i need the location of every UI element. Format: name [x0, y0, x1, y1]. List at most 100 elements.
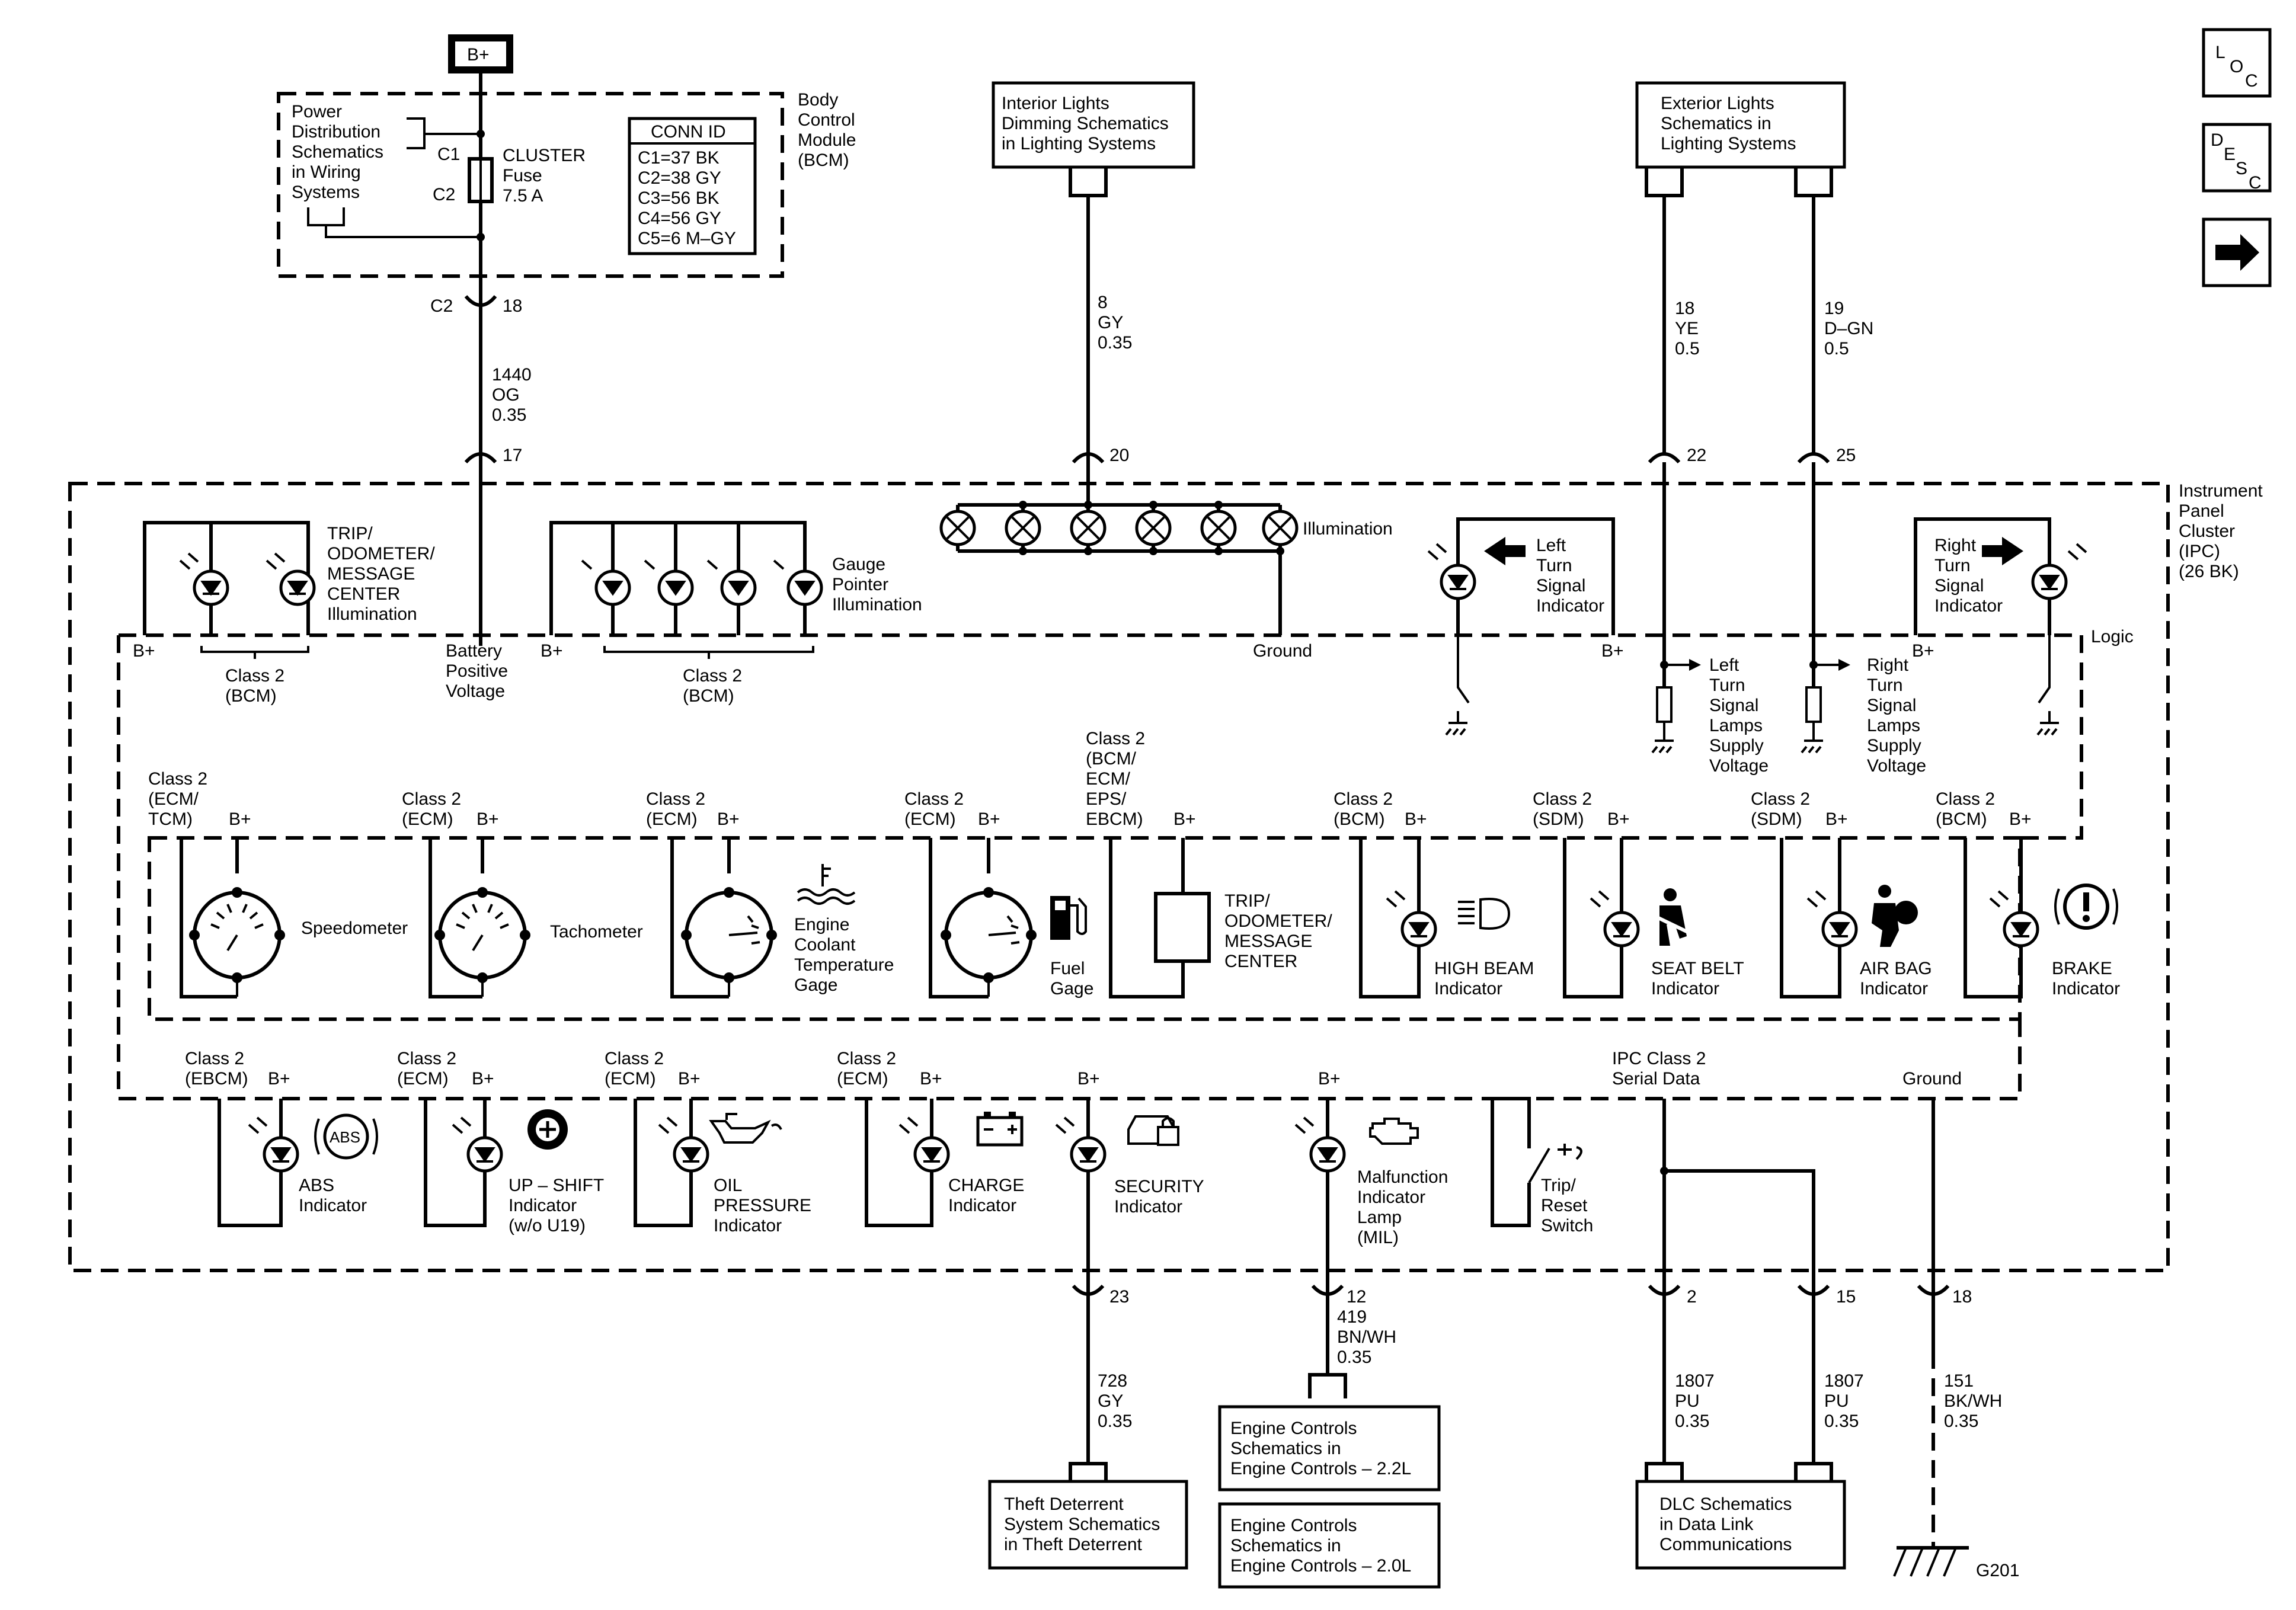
gauge-pointer-illumination-circuit [549, 521, 823, 659]
svg-text:Class 2: Class 2 [904, 789, 964, 809]
svg-text:B+: B+ [472, 1069, 494, 1089]
class2-bcm-label-1: Class 2 (BCM) [225, 666, 284, 706]
svg-text:B+: B+ [1077, 1069, 1100, 1089]
svg-text:C: C [2245, 71, 2258, 91]
svg-text:AIR BAG: AIR BAG [1860, 959, 1932, 978]
svg-text:Pointer: Pointer [832, 575, 888, 594]
gear-upshift-icon [527, 1109, 568, 1150]
svg-text:Fuel: Fuel [1050, 959, 1085, 978]
svg-text:Logic: Logic [2091, 627, 2134, 646]
right-turn-indicator [1914, 517, 2087, 736]
svg-text:C2: C2 [430, 296, 453, 316]
svg-text:Malfunction: Malfunction [1357, 1167, 1448, 1187]
ipc-label: Instrument Panel Cluster (IPC) (26 BK) [2179, 481, 2263, 581]
svg-text:Positive: Positive [446, 661, 508, 681]
oil-can-icon [709, 1113, 782, 1144]
svg-text:Control: Control [798, 110, 855, 130]
svg-text:Serial Data: Serial Data [1612, 1069, 1700, 1089]
svg-text:C4=56 GY: C4=56 GY [638, 209, 721, 228]
svg-text:Lamps: Lamps [1867, 716, 1920, 735]
svg-text:(MIL): (MIL) [1357, 1228, 1399, 1247]
svg-text:Cluster: Cluster [2179, 521, 2235, 541]
svg-text:B+: B+ [1825, 809, 1848, 829]
air-bag-icon [1872, 885, 1918, 947]
svg-text:UP – SHIFT: UP – SHIFT [509, 1176, 604, 1195]
svg-text:25: 25 [1836, 446, 1856, 465]
svg-text:OIL: OIL [714, 1176, 742, 1195]
svg-text:BK/WH: BK/WH [1944, 1391, 2002, 1411]
svg-text:0.35: 0.35 [1337, 1347, 1371, 1367]
svg-text:S: S [2236, 159, 2247, 178]
svg-text:Class 2: Class 2 [683, 666, 742, 686]
battery-positive-source: B+ [448, 34, 513, 73]
svg-text:Voltage: Voltage [1709, 756, 1769, 776]
svg-text:12: 12 [1347, 1287, 1366, 1307]
svg-text:Indicator: Indicator [1536, 596, 1604, 616]
svg-text:TRIP/: TRIP/ [327, 524, 373, 543]
svg-text:1807: 1807 [1675, 1371, 1715, 1391]
coolant-temperature-icon [797, 864, 856, 905]
svg-text:(IPC): (IPC) [2179, 542, 2220, 561]
svg-text:GY: GY [1098, 1391, 1123, 1411]
svg-text:OG: OG [492, 385, 520, 405]
bcm-label: Body Control Module (BCM) [798, 90, 856, 170]
svg-text:C5=6 M–GY: C5=6 M–GY [638, 229, 736, 248]
next-page-button[interactable] [2202, 217, 2272, 287]
svg-text:MESSAGE: MESSAGE [1224, 932, 1312, 951]
svg-text:Signal: Signal [1709, 696, 1758, 715]
svg-text:PRESSURE: PRESSURE [714, 1196, 811, 1215]
svg-text:ODOMETER/: ODOMETER/ [327, 544, 435, 564]
svg-text:Class 2: Class 2 [646, 789, 705, 809]
svg-text:Power: Power [292, 102, 342, 121]
svg-text:HIGH BEAM: HIGH BEAM [1434, 959, 1534, 978]
svg-text:Turn: Turn [1867, 676, 1903, 695]
svg-text:(BCM): (BCM) [798, 151, 849, 170]
svg-text:C2=38 GY: C2=38 GY [638, 168, 721, 188]
wire-419-label: 419 BN/WH 0.35 [1337, 1307, 1396, 1367]
svg-text:(SDM): (SDM) [1751, 809, 1802, 829]
svg-text:Temperature: Temperature [794, 955, 894, 975]
wire-1807a-label: 1807 PU 0.35 [1675, 1371, 1715, 1431]
svg-text:0.35: 0.35 [1098, 1411, 1132, 1431]
svg-text:Right: Right [1934, 536, 1977, 555]
svg-text:B+: B+ [1607, 809, 1630, 829]
car-lock-icon [1127, 1115, 1179, 1146]
svg-text:Lamp: Lamp [1357, 1208, 1402, 1227]
svg-text:Turn: Turn [1536, 556, 1572, 575]
svg-text:1807: 1807 [1824, 1371, 1864, 1391]
loc-button[interactable]: L O C [2202, 28, 2272, 98]
svg-text:0.35: 0.35 [1098, 333, 1132, 353]
exterior-lights-box: Exterior Lights Schematics in Lighting S… [1635, 81, 1846, 169]
svg-text:Trip/: Trip/ [1541, 1176, 1576, 1195]
svg-text:1440: 1440 [492, 365, 532, 385]
svg-text:Battery: Battery [446, 641, 502, 661]
left-arrow-icon [1484, 537, 1526, 565]
svg-text:DLC Schematics: DLC Schematics [1659, 1494, 1792, 1514]
seat-belt-icon [1656, 888, 1690, 946]
svg-text:(BCM): (BCM) [1334, 809, 1385, 829]
right-supply-label: Right Turn Signal Lamps Supply Voltage [1867, 655, 1926, 776]
right-turn-supply-tap [1801, 462, 1850, 754]
svg-text:Class 2: Class 2 [1751, 789, 1810, 809]
svg-text:0.35: 0.35 [1824, 1411, 1859, 1431]
svg-text:SEAT BELT: SEAT BELT [1651, 959, 1744, 978]
serial-data-label: IPC Class 2 Serial Data [1612, 1049, 1706, 1089]
theft-deterrent-box: Theft Deterrent System Schematics in The… [988, 1480, 1188, 1570]
svg-text:Signal: Signal [1867, 696, 1916, 715]
svg-text:C1: C1 [437, 145, 460, 164]
svg-text:O: O [2230, 57, 2243, 76]
svg-text:B+: B+ [2009, 809, 2032, 829]
bcm-boundary [277, 92, 784, 278]
high-beam-icon [1458, 898, 1511, 930]
svg-text:C3=56 BK: C3=56 BK [638, 188, 720, 208]
trip-illumination-circuit [143, 521, 316, 659]
svg-text:Indicator: Indicator [1357, 1188, 1425, 1207]
svg-text:Class 2: Class 2 [185, 1049, 244, 1068]
svg-text:(ECM): (ECM) [605, 1069, 656, 1089]
desc-button[interactable]: D E S C [2202, 123, 2272, 193]
svg-text:Engine Controls: Engine Controls [1230, 1516, 1357, 1535]
svg-text:(BCM): (BCM) [225, 686, 277, 706]
svg-text:Gage: Gage [1050, 979, 1093, 998]
speedometer-gauge: Class 2 (ECM/ TCM) B+ Speedometer [148, 769, 408, 998]
svg-text:Engine Controls: Engine Controls [1230, 1419, 1357, 1438]
